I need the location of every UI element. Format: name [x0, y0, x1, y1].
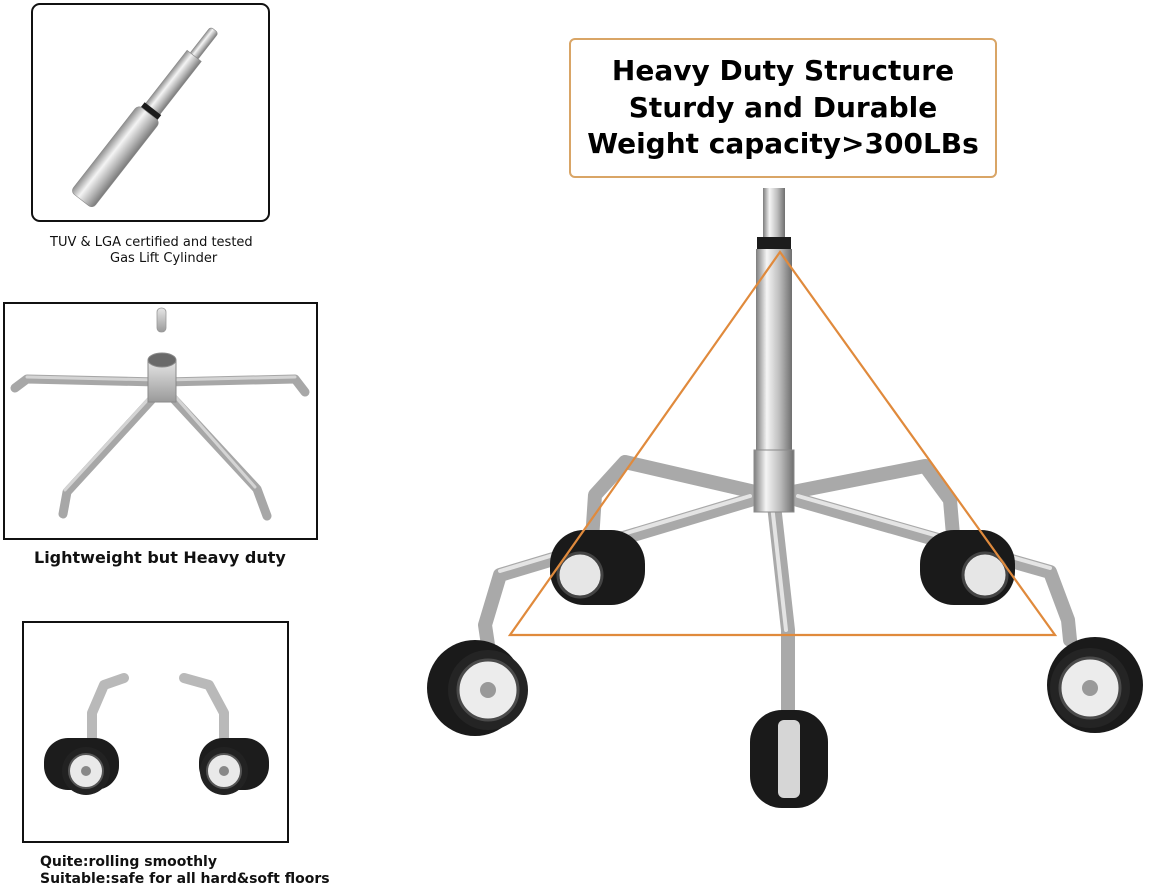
gas-cylinder-caption-line1: TUV & LGA certified and tested: [50, 235, 253, 250]
caster-wheels-caption-line1: Quite:rolling smoothly: [40, 854, 217, 870]
caster-wheels-caption: Quite:rolling smoothly Suitable:safe for…: [40, 854, 330, 888]
headline-callout: Heavy Duty Structure Sturdy and Durable …: [569, 38, 997, 178]
caster-wheels-image: [44, 673, 269, 795]
headline-line-3: Weight capacity>300LBs: [587, 127, 979, 161]
star-base-image: [10, 307, 310, 521]
star-base-caption: Lightweight but Heavy duty: [34, 548, 286, 567]
star-base-panel: [3, 302, 318, 540]
gas-cylinder-caption-line2: Gas Lift Cylinder: [110, 250, 218, 266]
gas-cylinder-image: [72, 27, 218, 208]
headline-line-1: Heavy Duty Structure: [611, 54, 955, 88]
gas-cylinder-caption: TUV & LGA certified and tested Gas Lift …: [50, 235, 270, 266]
caster-wheels-caption-line2: Suitable:safe for all hard&soft floors: [40, 870, 330, 887]
gas-cylinder-panel: [31, 3, 270, 222]
stool-base-hero-image: [400, 30, 1149, 895]
headline-line-2: Sturdy and Durable: [628, 90, 938, 124]
stool-base-illustration: [427, 188, 1143, 808]
caster-wheels-panel: [22, 621, 289, 843]
